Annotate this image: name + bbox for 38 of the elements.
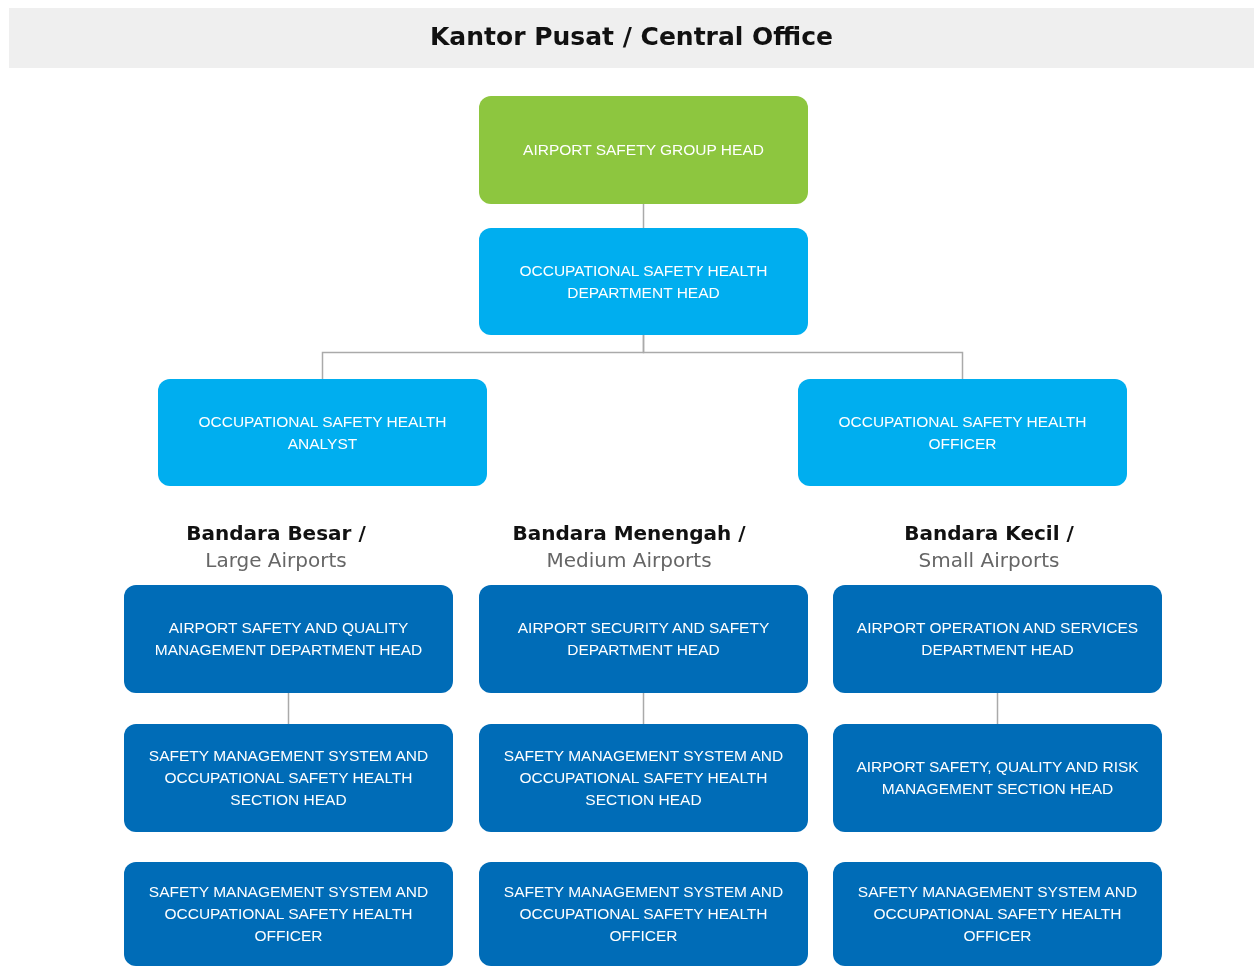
subheading: Medium Airports bbox=[545, 548, 713, 572]
connector-line bbox=[642, 334, 964, 380]
role-title: SAFETY MANAGEMENT SYSTEM AND OCCUPATIONAL SAFETY HEALTH SECTION HEAD bbox=[147, 746, 430, 810]
connector-line bbox=[642, 692, 645, 725]
heading: Bandara Menengah / bbox=[511, 521, 747, 545]
heading: Bandara Kecil / bbox=[903, 521, 1075, 545]
connector-line bbox=[287, 692, 290, 725]
role-title: AIRPORT SAFETY AND QUALITY MANAGEMENT DEPARTMENT HEAD bbox=[153, 618, 424, 660]
role-box bbox=[833, 585, 1162, 693]
role-title: AIRPORT SAFETY, QUALITY AND RISK MANAGEMENT SECTION HEAD bbox=[855, 757, 1140, 799]
role-box bbox=[124, 862, 453, 966]
role-title: OCCUPATIONAL SAFETY HEALTH DEPARTMENT HEAD bbox=[518, 260, 769, 303]
role-title: AIRPORT OPERATION AND SERVICES DEPARTMENT HEAD bbox=[855, 618, 1140, 660]
title: Kantor Pusat / Central Office bbox=[429, 22, 834, 51]
role-box bbox=[833, 862, 1162, 966]
role-box bbox=[158, 379, 487, 486]
role-box bbox=[479, 862, 808, 966]
role-title: SAFETY MANAGEMENT SYSTEM AND OCCUPATIONAL SAFETY HEALTH OFFICER bbox=[856, 882, 1139, 946]
role-title: SAFETY MANAGEMENT SYSTEM AND OCCUPATIONAL SAFETY HEALTH SECTION HEAD bbox=[502, 746, 785, 810]
role-title: SAFETY MANAGEMENT SYSTEM AND OCCUPATIONAL SAFETY HEALTH OFFICER bbox=[147, 882, 430, 946]
role-title: SAFETY MANAGEMENT SYSTEM AND OCCUPATIONAL SAFETY HEALTH OFFICER bbox=[502, 882, 785, 946]
role-box bbox=[124, 724, 453, 832]
role-box bbox=[833, 724, 1162, 832]
subheading: Large Airports bbox=[204, 548, 348, 572]
role-box bbox=[479, 96, 808, 204]
role-box bbox=[124, 585, 453, 693]
role-box bbox=[479, 585, 808, 693]
connector-line bbox=[642, 203, 645, 229]
subheading: Small Airports bbox=[917, 548, 1061, 572]
role-title: AIRPORT SECURITY AND SAFETY DEPARTMENT HEAD bbox=[516, 618, 771, 660]
role-title: OCCUPATIONAL SAFETY HEALTH ANALYST bbox=[197, 411, 448, 454]
role-box bbox=[479, 228, 808, 335]
role-box bbox=[479, 724, 808, 832]
role-box bbox=[798, 379, 1127, 486]
connector-line bbox=[996, 692, 999, 725]
heading: Bandara Besar / bbox=[185, 521, 367, 545]
role-title: AIRPORT SAFETY GROUP HEAD bbox=[523, 140, 764, 160]
role-title: OCCUPATIONAL SAFETY HEALTH OFFICER bbox=[837, 411, 1088, 454]
